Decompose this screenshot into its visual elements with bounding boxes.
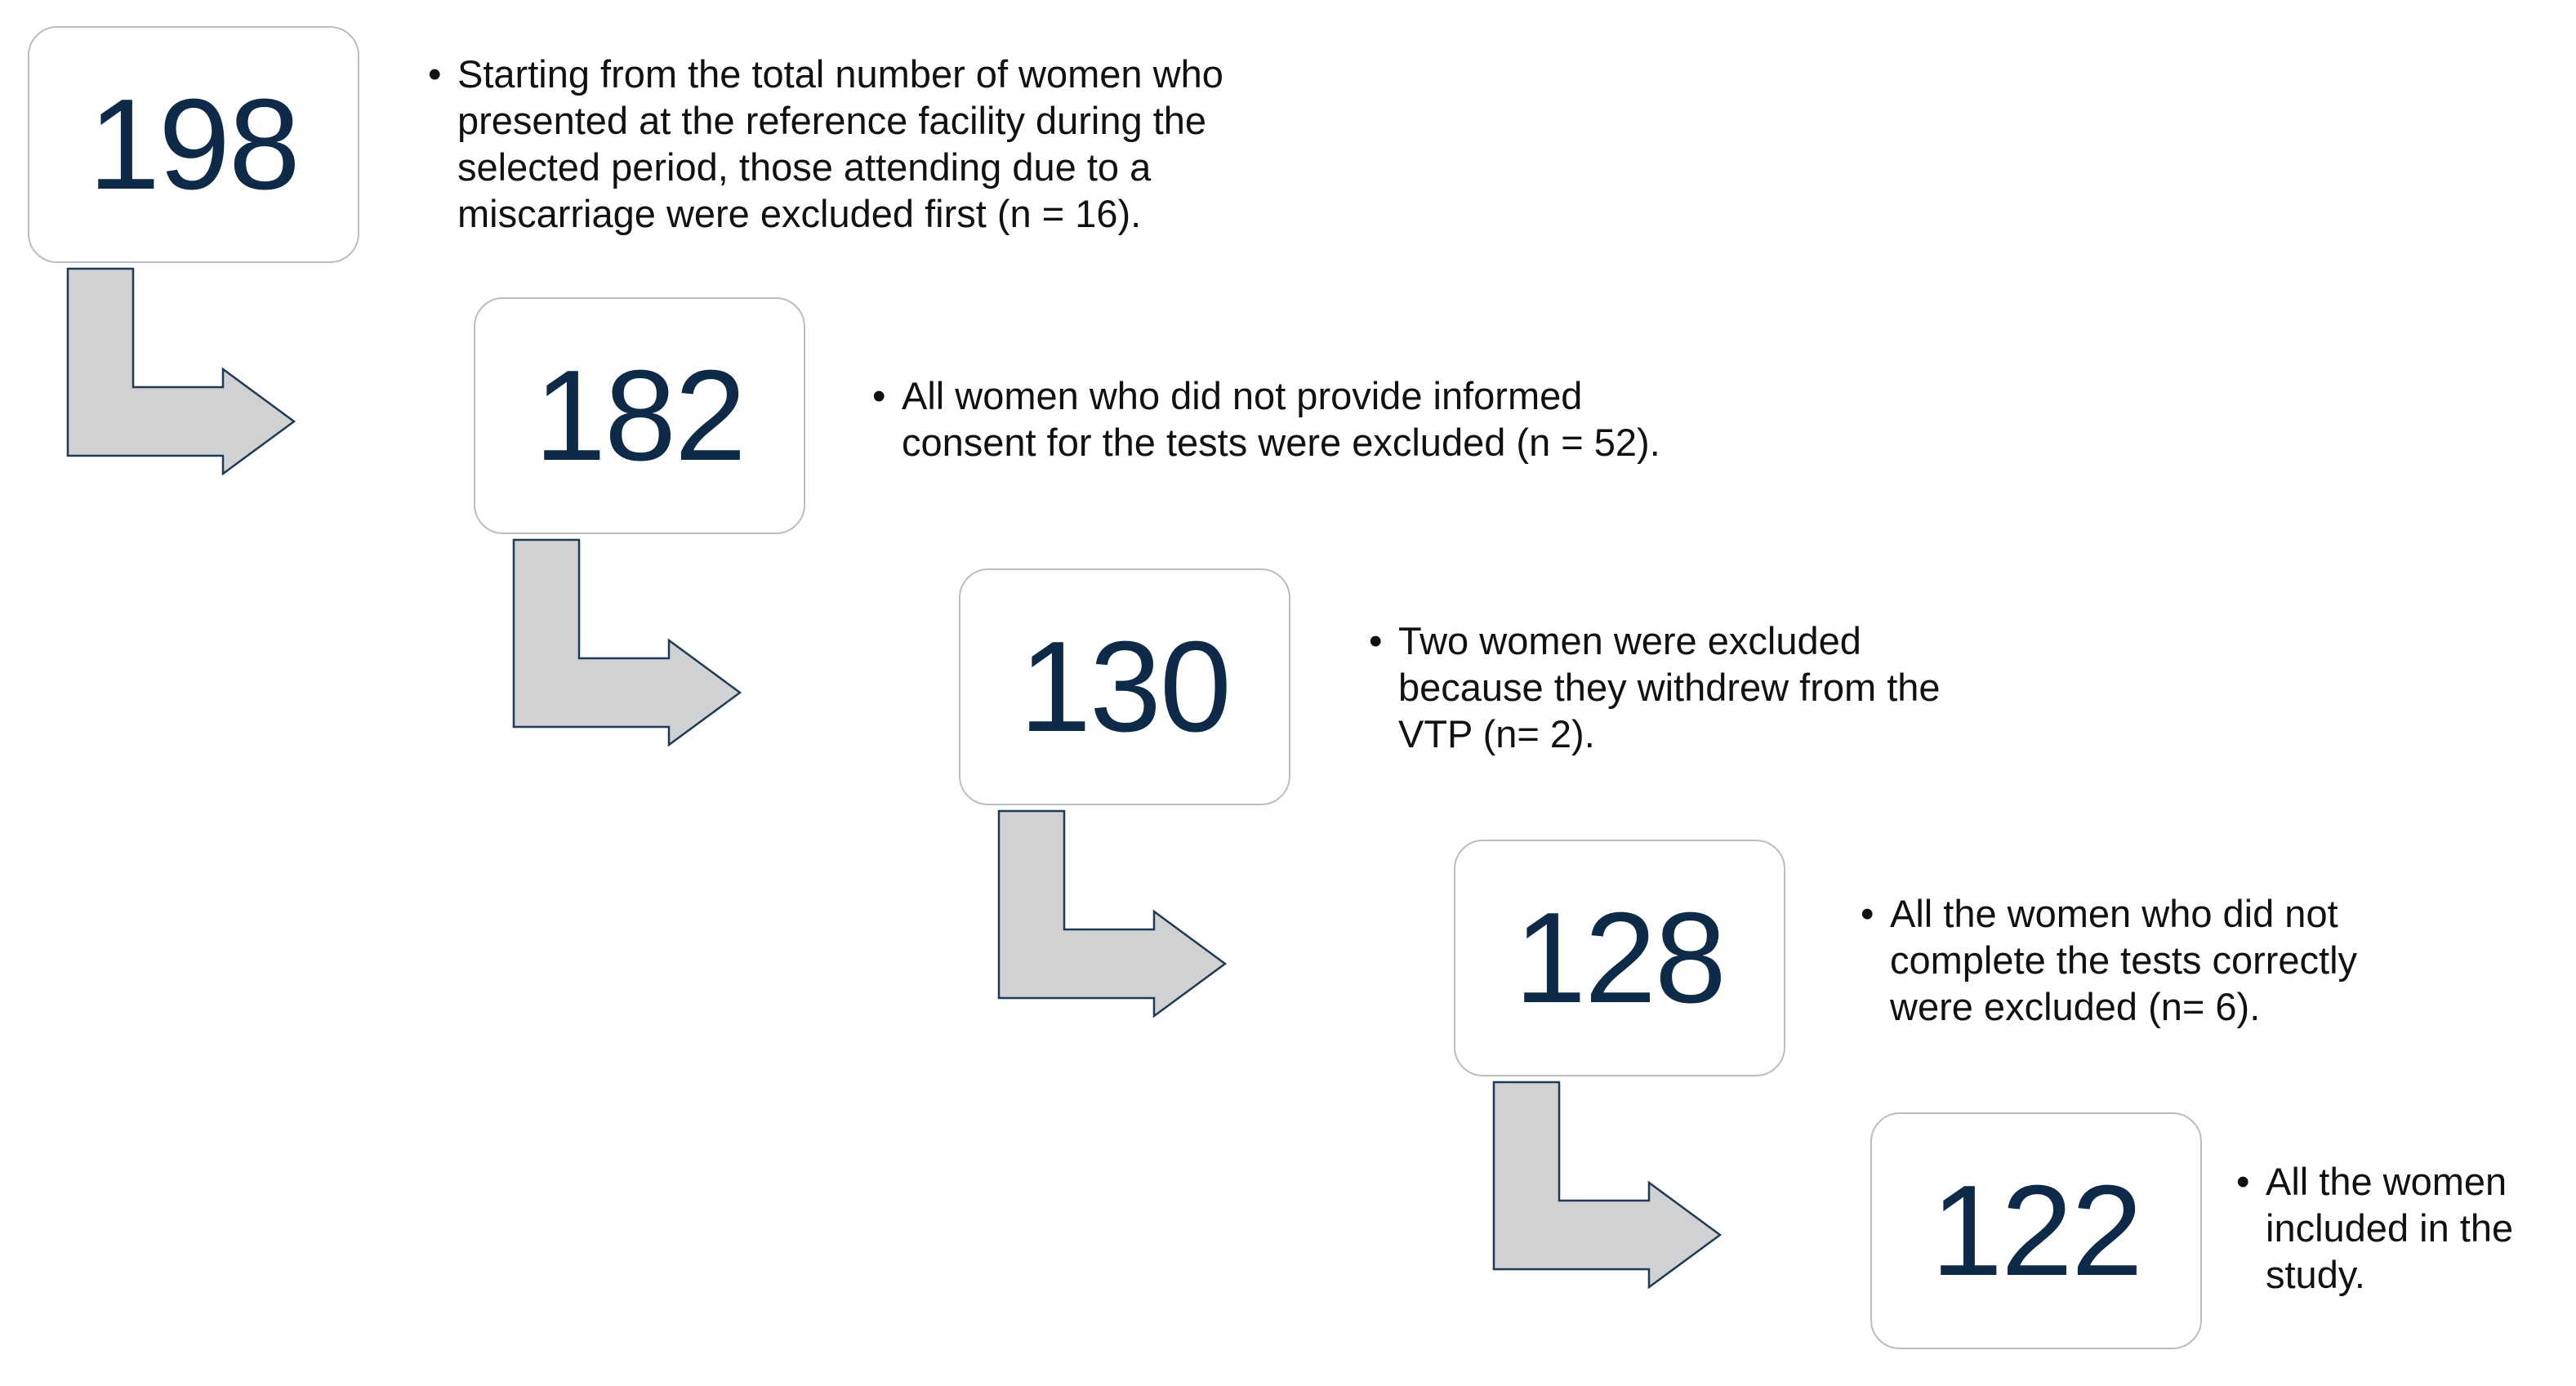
step-2-count-box: 182 bbox=[474, 297, 805, 534]
step-5-note: • All the women included in the study. bbox=[2231, 1158, 2513, 1298]
bent-arrow-icon bbox=[66, 267, 296, 475]
step-4-count-box: 128 bbox=[1454, 840, 1785, 1076]
bent-arrow-icon bbox=[512, 538, 742, 746]
step-1-count: 198 bbox=[88, 73, 301, 216]
step-1-note-text: Starting from the total number of women … bbox=[457, 52, 1223, 235]
step-2-note-text: All women who did not provide informed c… bbox=[902, 374, 1660, 464]
bullet-icon: • bbox=[872, 374, 886, 417]
step-1-note: • Starting from the total number of wome… bbox=[423, 51, 1223, 237]
step-4-count: 128 bbox=[1514, 886, 1727, 1030]
bullet-icon: • bbox=[1861, 892, 1874, 935]
step-3-note-text: Two women were excluded because they wit… bbox=[1398, 619, 1941, 755]
bullet-icon: • bbox=[428, 52, 442, 96]
step-1-count-box: 198 bbox=[28, 26, 359, 263]
step-2-note: • All women who did not provide informed… bbox=[867, 372, 1660, 466]
step-4-note: • All the women who did not complete the… bbox=[1856, 890, 2357, 1030]
step-5-count: 122 bbox=[1931, 1159, 2143, 1303]
step-3-count: 130 bbox=[1019, 615, 1232, 759]
bent-arrow-icon bbox=[997, 809, 1228, 1018]
step-4-note-text: All the women who did not complete the t… bbox=[1890, 892, 2358, 1028]
step-3-count-box: 130 bbox=[959, 568, 1290, 805]
step-5-note-text: All the women included in the study. bbox=[2266, 1160, 2514, 1296]
step-5-count-box: 122 bbox=[1870, 1112, 2202, 1349]
bent-arrow-icon bbox=[1492, 1081, 1723, 1289]
bullet-icon: • bbox=[1369, 619, 1383, 662]
step-2-count: 182 bbox=[534, 344, 747, 488]
bullet-icon: • bbox=[2236, 1160, 2250, 1203]
step-3-note: • Two women were excluded because they w… bbox=[1364, 617, 1941, 757]
